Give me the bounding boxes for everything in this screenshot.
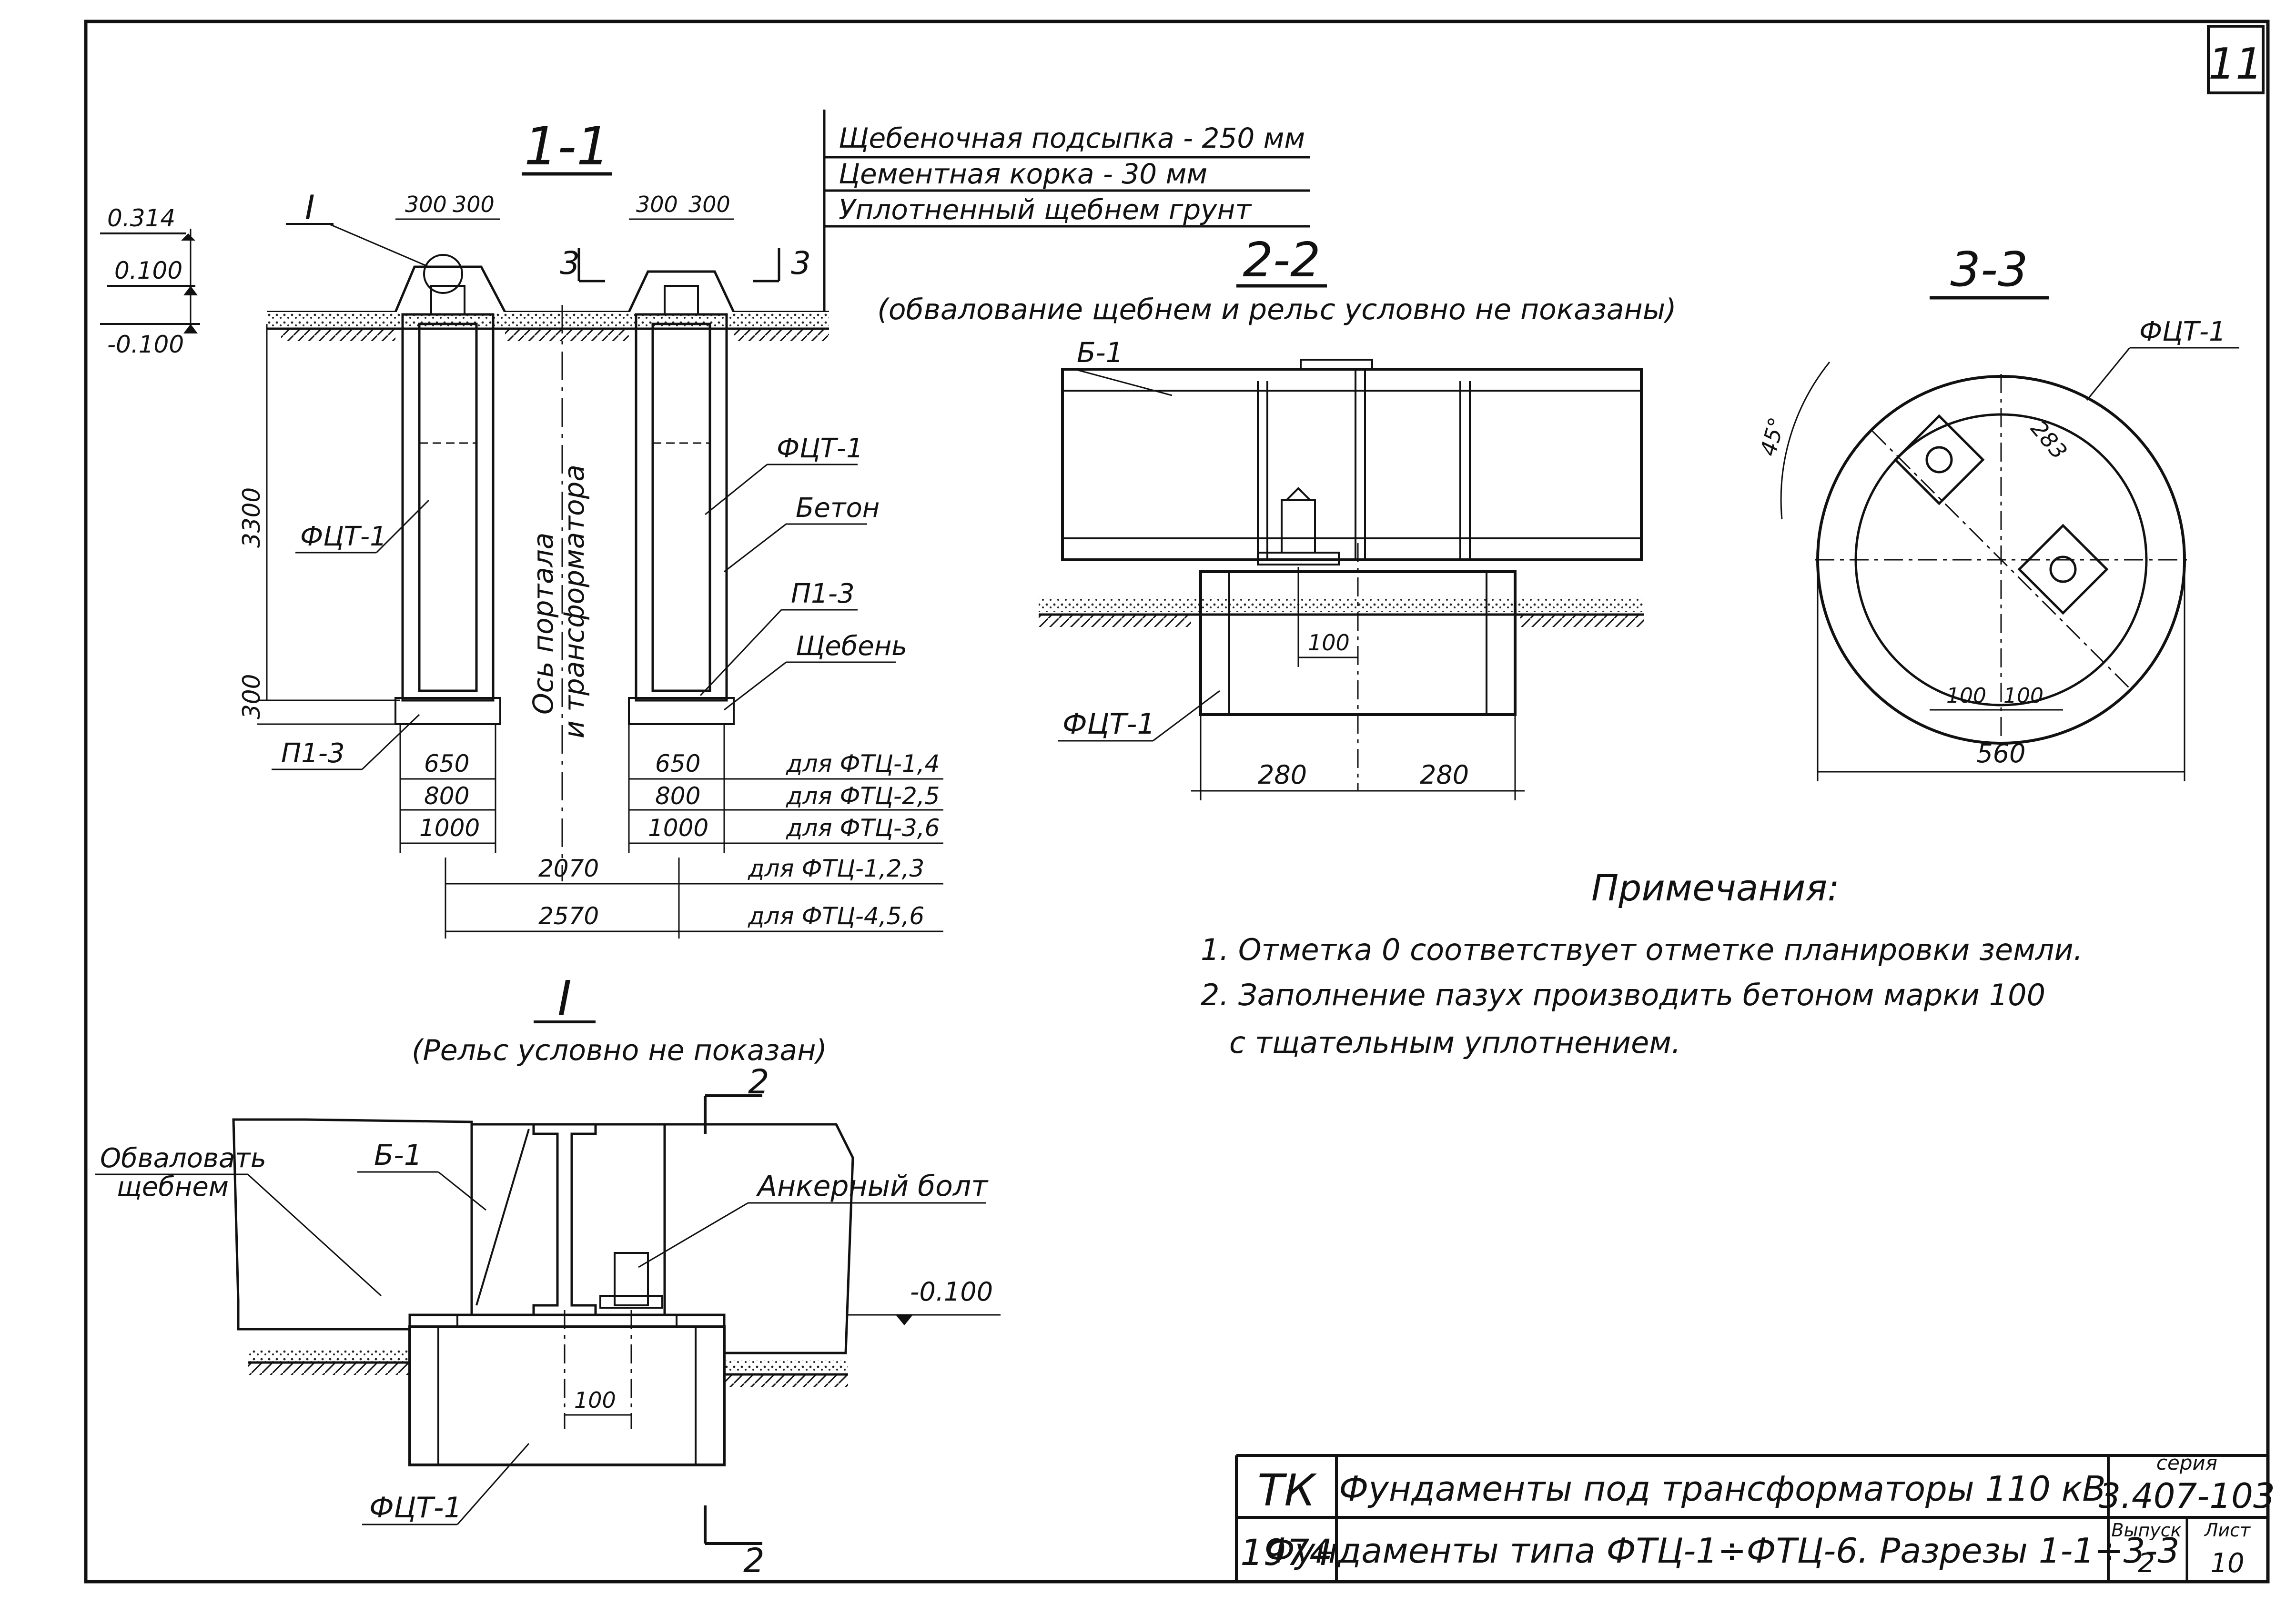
note-1: 1. Отметка 0 соответствует отметке плани… (1201, 932, 2083, 967)
title-block: ТК 1974 Фундаменты под трансформаторы 11… (1235, 1451, 2275, 1582)
dim-280-left: 280 (1258, 760, 1307, 790)
label-p13-left: П1-3 (281, 738, 345, 769)
dim-100-a: 100 (1946, 684, 1986, 708)
width-right-1: 650 (655, 750, 700, 777)
spacing-2070: 2070 (538, 855, 599, 882)
width-right-3: 1000 (648, 814, 708, 842)
section-2-2: 2-2 (обвалование щебнем и рельс условно … (877, 232, 1677, 800)
fct-label: ФЦТ-1 (1062, 707, 1155, 741)
fct-label-3-3: ФЦТ-1 (2139, 316, 2226, 347)
sheet-label: Лист (2204, 1520, 2251, 1541)
cut-mark-right: 3 (791, 245, 811, 282)
detail-I: I (Рельс условно не показан) 2 2 (95, 970, 1001, 1580)
top-dim-1: 300 (405, 192, 447, 217)
dim-280-right: 280 (1420, 760, 1469, 790)
spacing-note-1: для ФТЦ-1,2,3 (748, 855, 924, 882)
label-anchor-bolt: Анкерный болт (756, 1170, 989, 1203)
sheet-frame (84, 20, 2270, 1584)
top-dim-3: 300 (636, 192, 678, 217)
sheet-number: 11 (2208, 39, 2263, 89)
detail-I-subtitle: (Рельс условно не показан) (412, 1034, 827, 1067)
title-main: Фундаменты под трансформаторы 110 кВ (1339, 1469, 2106, 1509)
label-p13-right: П1-3 (791, 578, 855, 609)
width-left-1: 650 (424, 750, 469, 777)
sheet-number-box (2207, 25, 2265, 94)
label-fct-left: ФЦТ-1 (300, 521, 387, 552)
dim-100-b: 100 (2003, 684, 2043, 708)
series-label: серия (2156, 1451, 2217, 1474)
mark-minus-0-100: -0.100 (107, 331, 184, 358)
label-shcheben: Щебень (796, 631, 907, 662)
notes-title: Примечания: (1591, 867, 1840, 909)
detail-fct: ФЦТ-1 (369, 1491, 462, 1524)
detail-beam-b1: Б-1 (374, 1139, 422, 1172)
sheet-value: 10 (2210, 1548, 2244, 1579)
year: 1974 (1240, 1531, 1332, 1574)
notes: Примечания: 1. Отметка 0 соответствует о… (1201, 867, 2083, 1060)
legend-layer-3: Уплотненный щебнем грунт (839, 193, 1252, 226)
width-left-2: 800 (424, 782, 469, 810)
section-1-1: 1-1 0.314 0.100 -0.100 I 300 300 300 300… (100, 116, 943, 939)
axis-label-2: и трансформатора (558, 464, 590, 738)
top-dim-2: 300 (453, 192, 495, 217)
section-3-3: 3-3 ФЦТ-1 45° 283 100 100 560 (1755, 242, 2239, 781)
diameter-560: 560 (1976, 738, 2025, 768)
width-right-2: 800 (655, 782, 700, 810)
legend-layer-2: Цементная корка - 30 мм (839, 158, 1207, 190)
height-300: 300 (238, 674, 265, 719)
cut-mark-bottom: 2 (743, 1541, 765, 1580)
width-left-3: 1000 (419, 814, 480, 842)
org: ТК (1257, 1465, 1317, 1516)
label-embank: Обваловать (100, 1143, 266, 1174)
top-dim-4: 300 (688, 192, 730, 217)
width-note-2: для ФТЦ-2,5 (786, 782, 940, 810)
note-2: 2. Заполнение пазух производить бетоном … (1201, 978, 2045, 1012)
spacing-2570: 2570 (538, 902, 599, 930)
cut-mark-left: 3 (560, 245, 580, 282)
label-fct-right: ФЦТ-1 (777, 433, 863, 464)
detail-I-title: I (557, 970, 572, 1026)
beam-label-b1: Б-1 (1077, 336, 1123, 369)
width-note-1: для ФТЦ-1,4 (786, 750, 940, 777)
legend-layer-1: Щебеночная подсыпка - 250 мм (839, 122, 1305, 154)
title-sub: Фундаменты типа ФТЦ-1÷ФТЦ-6. Разрезы 1-1… (1265, 1531, 2180, 1571)
issue-label: Выпуск (2111, 1520, 2181, 1541)
angle-45: 45° (1755, 414, 1790, 459)
layer-legend: Щебеночная подсыпка - 250 мм Цементная к… (823, 110, 1310, 324)
cut-mark-top: 2 (748, 1062, 769, 1101)
height-3300: 3300 (238, 487, 265, 548)
detail-dim-100: 100 (574, 1387, 616, 1413)
series-value: 3.407-103 (2099, 1476, 2275, 1516)
mark-0-100: 0.100 (114, 257, 182, 284)
label-embank-2: щебнем (117, 1171, 229, 1202)
detail-mark: -0.100 (910, 1277, 993, 1307)
issue-value: 2 (2138, 1548, 2155, 1579)
dim-100: 100 (1308, 630, 1350, 656)
width-note-3: для ФТЦ-3,6 (786, 814, 940, 842)
spacing-note-2: для ФТЦ-4,5,6 (748, 902, 924, 930)
note-3: с тщательным уплотнением. (1229, 1025, 1681, 1060)
section-1-1-title: 1-1 (524, 116, 610, 177)
axis-label: Ось портала (527, 533, 559, 715)
section-2-2-title: 2-2 (1243, 232, 1320, 288)
section-3-3-title: 3-3 (1950, 242, 2028, 297)
diag-283: 283 (2026, 415, 2073, 464)
label-beton: Бетон (796, 493, 880, 524)
detail-ref-I: I (305, 188, 315, 227)
mark-0-314: 0.314 (107, 204, 175, 232)
section-2-2-subtitle: (обвалование щебнем и рельс условно не п… (877, 293, 1676, 326)
